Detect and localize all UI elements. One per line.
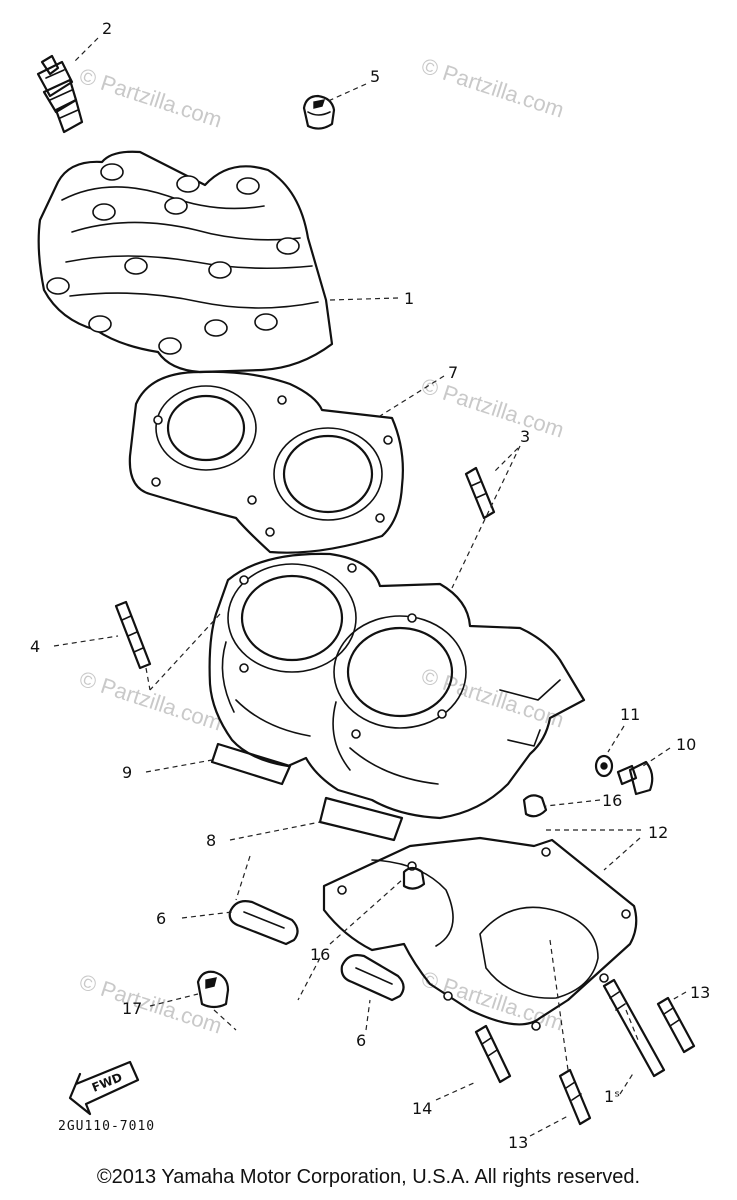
- callout-16: 16: [602, 791, 622, 810]
- callout-9: 9: [122, 763, 132, 782]
- cap-nut-part[interactable]: [302, 94, 336, 130]
- watermark: © Partzilla.com: [76, 666, 225, 736]
- stud-bolt-part[interactable]: [656, 996, 696, 1054]
- callout-labels: 2 5 1 7 3 4 9 8 11 10 16 12 6 16 6 17 13…: [30, 19, 710, 1152]
- spark-plug-part[interactable]: [36, 54, 84, 134]
- callout-11: 11: [620, 705, 640, 724]
- callout-8: 8: [206, 831, 216, 850]
- plug-part[interactable]: [522, 794, 548, 818]
- forward-arrow-icon: FWD: [68, 1060, 140, 1116]
- callout-7: 7: [448, 363, 458, 382]
- exhaust-gasket-part[interactable]: [340, 954, 405, 1002]
- callout-5: 5: [370, 67, 380, 86]
- callout-3: 3: [520, 427, 530, 446]
- stud-bolt-part[interactable]: [558, 1068, 592, 1126]
- copyright-notice: ©2013 Yamaha Motor Corporation, U.S.A. A…: [96, 1166, 641, 1188]
- stud-bolt-part[interactable]: [602, 978, 666, 1078]
- watermark: © Partzilla.com: [418, 53, 567, 123]
- cylinder-block-part[interactable]: [208, 552, 586, 820]
- callout-10: 10: [676, 735, 696, 754]
- cylinder-head-part[interactable]: [37, 150, 334, 374]
- callout-2: 2: [102, 19, 112, 38]
- watermark: © Partzilla.com: [418, 373, 567, 443]
- callout-15: 1ˢ: [604, 1087, 620, 1106]
- callout-12: 12: [648, 823, 668, 842]
- callout-4: 4: [30, 637, 40, 656]
- washer-part[interactable]: [594, 754, 614, 778]
- callout-6: 6: [156, 909, 166, 928]
- callout-13: 13: [508, 1133, 528, 1152]
- diagram-code: 2GU110-7010: [58, 1119, 155, 1134]
- cap-nut-part[interactable]: [196, 970, 230, 1009]
- exhaust-gasket-part[interactable]: [228, 900, 299, 946]
- watermark-group: © Partzilla.com © Partzilla.com © Partzi…: [76, 53, 567, 1039]
- callout-6: 6: [356, 1031, 366, 1050]
- head-gasket-part[interactable]: [128, 370, 404, 554]
- watermark: © Partzilla.com: [76, 63, 225, 133]
- plug-part[interactable]: [402, 866, 426, 890]
- base-gasket-part[interactable]: [322, 836, 638, 1031]
- sleeve-ring-part[interactable]: [318, 796, 404, 842]
- sleeve-ring-part[interactable]: [210, 742, 292, 786]
- dowel-pin-part[interactable]: [464, 466, 496, 520]
- callout-14: 14: [412, 1099, 432, 1118]
- fwd-label: FWD: [90, 1070, 124, 1095]
- callout-17: 17: [122, 999, 142, 1018]
- callout-16: 16: [310, 945, 330, 964]
- bolt-part[interactable]: [616, 760, 654, 796]
- stud-bolt-part[interactable]: [474, 1024, 512, 1084]
- callout-1: 1: [404, 289, 414, 308]
- leader-lines: [53, 37, 687, 1137]
- dowel-pin-part[interactable]: [114, 600, 152, 670]
- callout-13: 13: [690, 983, 710, 1002]
